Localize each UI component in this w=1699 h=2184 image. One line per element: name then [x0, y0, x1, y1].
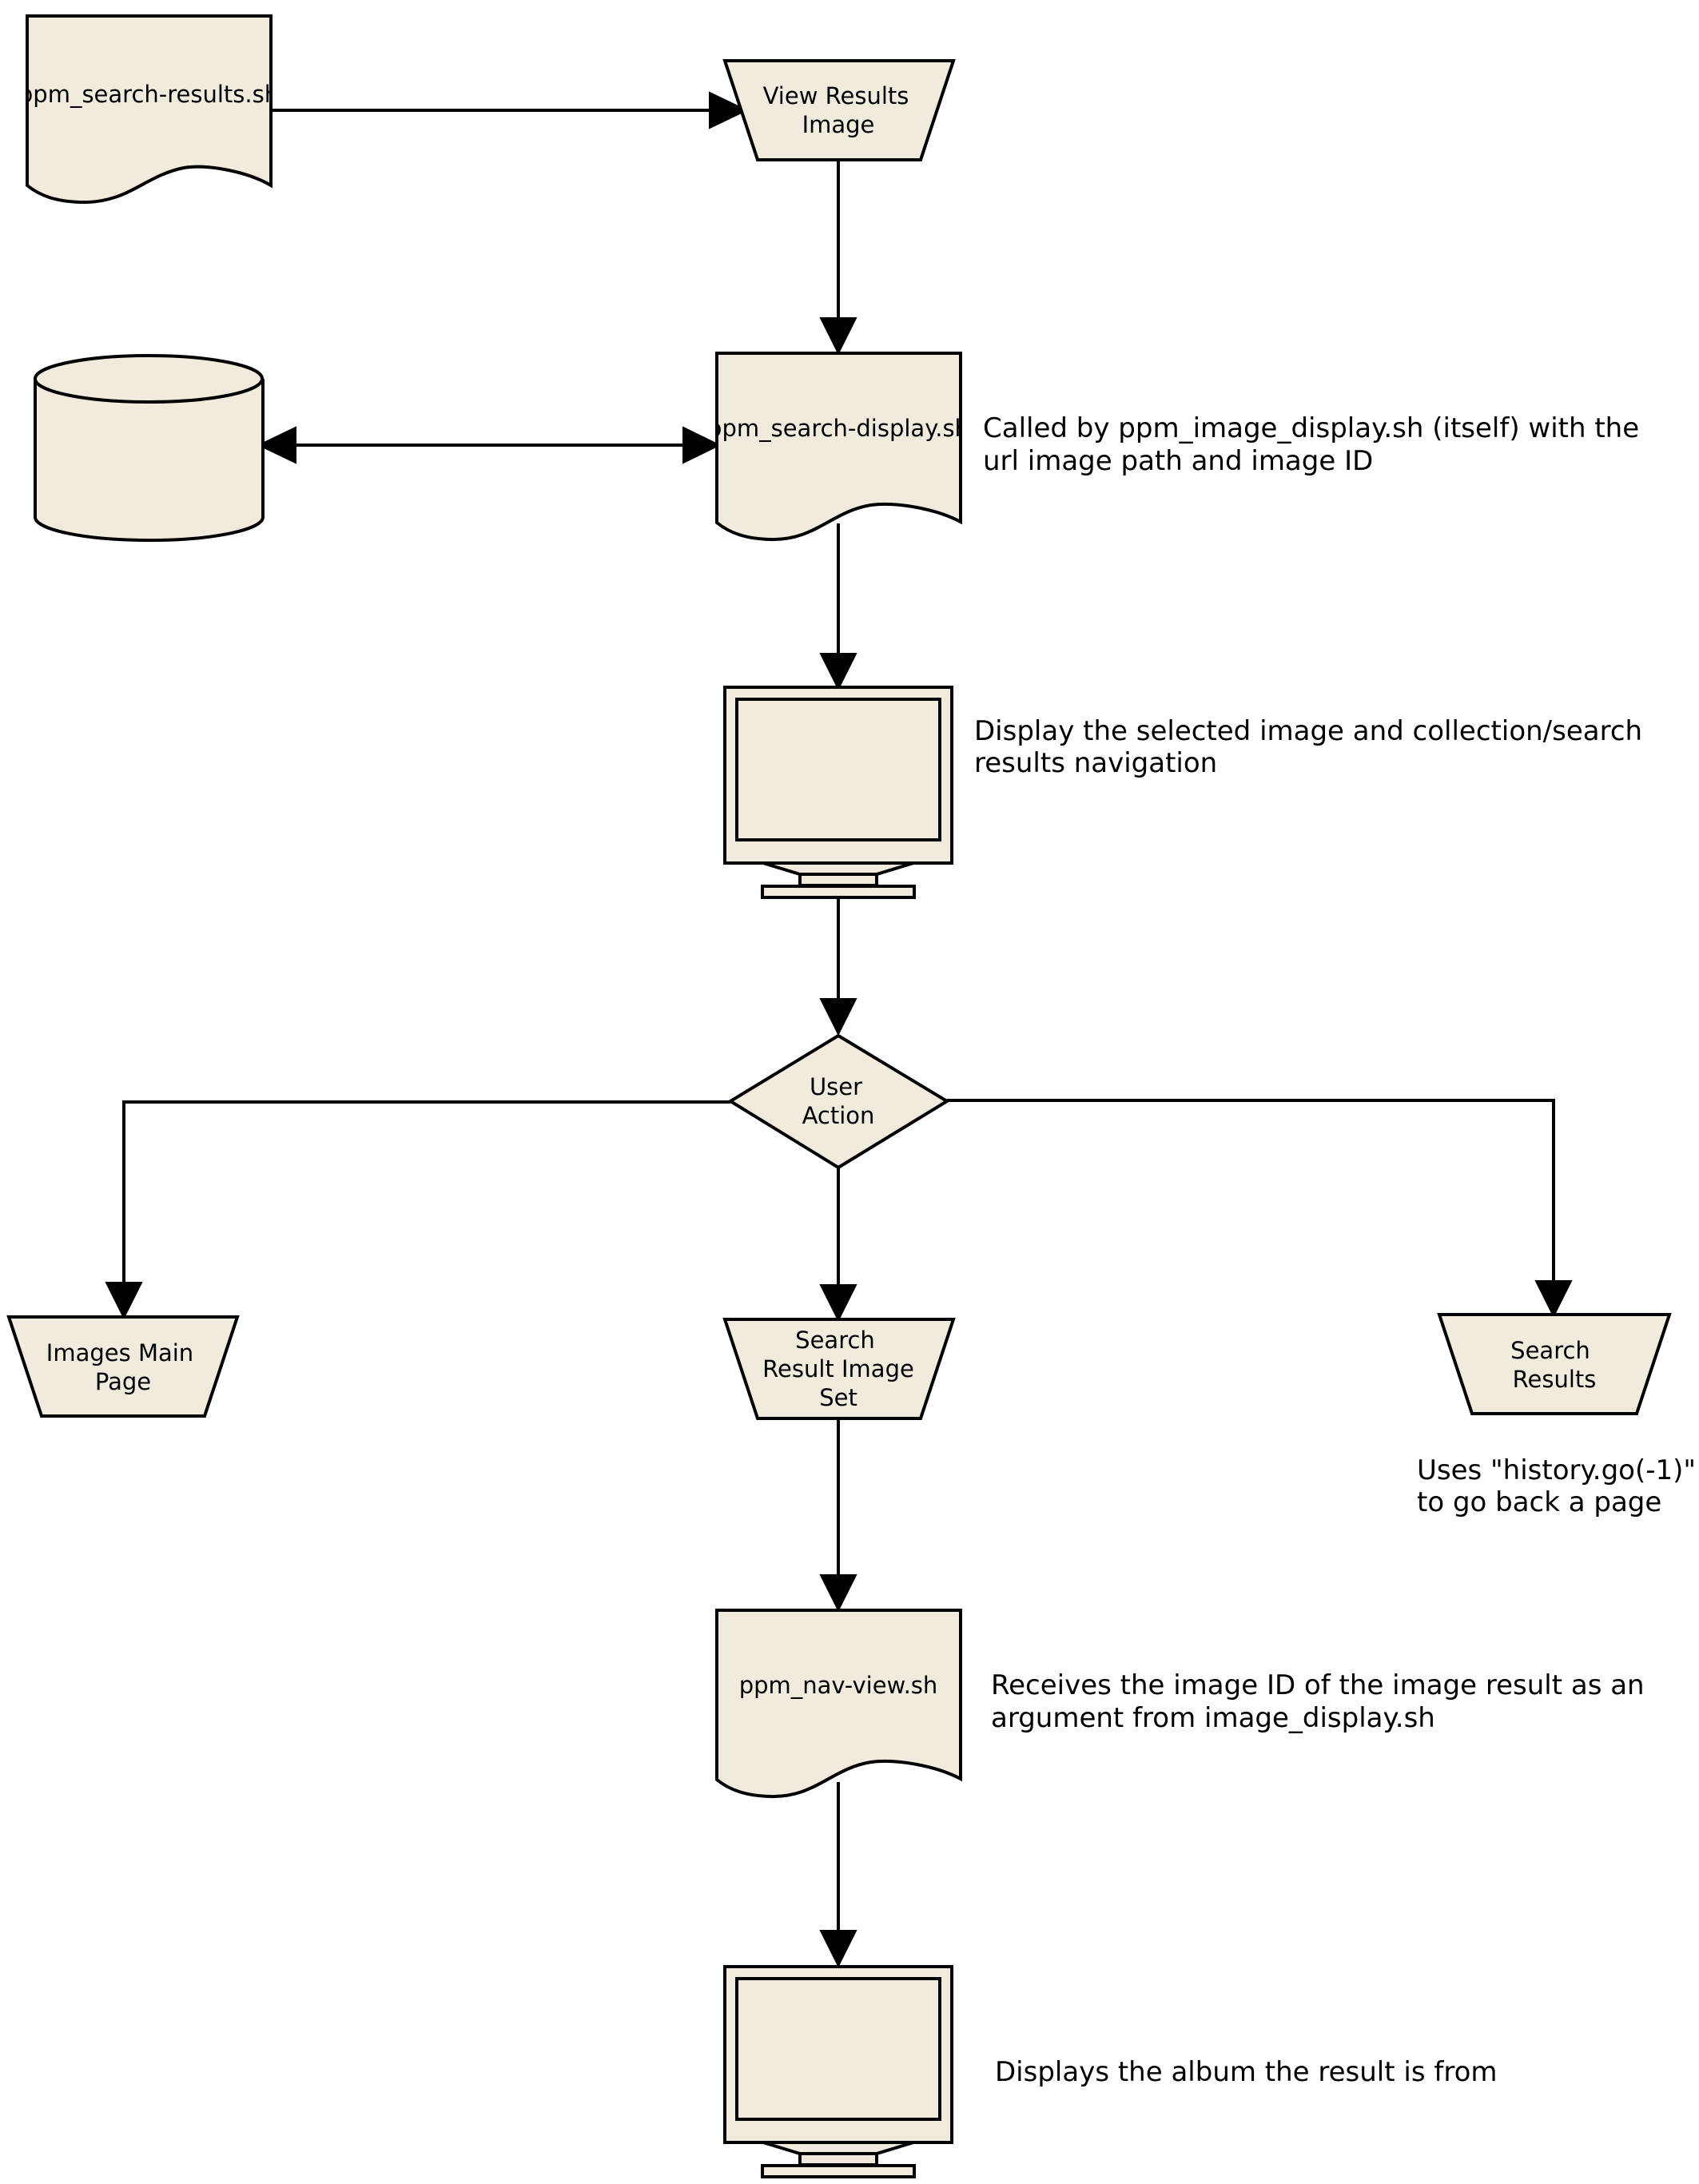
arrowhead-down — [105, 1282, 143, 1320]
document-shape — [26, 14, 273, 205]
edge-user-action-to-images-main — [122, 1100, 730, 1283]
monitor-base — [761, 885, 916, 899]
node-label-line: Result Image — [762, 1355, 914, 1382]
arrowhead-down — [819, 653, 857, 691]
node-label-line: Action — [802, 1102, 875, 1129]
trapezoid-shape — [722, 1318, 956, 1420]
arrowhead-right — [682, 426, 722, 464]
arrowhead-left — [257, 426, 296, 464]
node-user-action: User Action — [727, 1033, 950, 1170]
node-images-main-page: Images Main Page — [6, 1315, 240, 1418]
note-search-results-line: to go back a page — [1417, 1486, 1661, 1518]
monitor-stem — [798, 2152, 878, 2166]
arrowhead-down — [1534, 1280, 1573, 1319]
node-label-line: Search — [795, 1327, 875, 1354]
node-label-line: User — [810, 1073, 862, 1100]
node-search-results: Search Results — [1437, 1313, 1672, 1415]
document-shape — [715, 1609, 962, 1799]
note-nav-view-line: Receives the image ID of the image resul… — [991, 1669, 1645, 1701]
node-label-line: Search — [1510, 1337, 1590, 1364]
note-search-results-line: Uses "history.go(-1)" — [1417, 1454, 1696, 1486]
monitor-screen — [735, 698, 941, 841]
arrowhead-down — [819, 317, 857, 356]
node-database — [34, 354, 265, 543]
cylinder-body — [34, 379, 265, 543]
note-nav-view-line: argument from image_display.sh — [991, 1702, 1435, 1734]
trapezoid-shape — [1437, 1313, 1672, 1415]
node-label-line: Results — [1513, 1366, 1597, 1393]
node-label-line: View Results — [763, 82, 909, 109]
diamond-shape — [727, 1033, 950, 1170]
node-album-monitor — [723, 1965, 953, 2178]
node-nav-view-script: ppm_nav-view.sh — [715, 1609, 962, 1799]
trapezoid-shape — [6, 1315, 240, 1418]
notes: Called by ppm_image_display.sh (itself) … — [974, 412, 1696, 2088]
arrowhead-down — [819, 1574, 857, 1613]
arrowhead-right — [709, 91, 749, 129]
node-label: ppm_nav-view.sh — [739, 1672, 938, 1699]
node-label: ppm_search-results.sh — [18, 81, 279, 108]
arrowhead-down — [819, 1930, 857, 1968]
node-search-results-script: ppm_search-results.sh — [18, 14, 279, 205]
trapezoid-shape — [722, 59, 956, 161]
edges — [105, 91, 1573, 1968]
node-label-line: Set — [819, 1384, 857, 1411]
node-search-display-script: ppm_search-display.sh — [707, 352, 969, 542]
arrowhead-down — [819, 998, 857, 1036]
arrowhead-down — [819, 1284, 857, 1323]
monitor-screen — [735, 1977, 941, 2121]
node-label-line: Page — [95, 1368, 151, 1395]
monitor-neck — [762, 861, 914, 876]
monitor-neck — [762, 2141, 914, 2155]
node-view-results-image: View Results Image — [722, 59, 956, 161]
note-album-monitor-line: Displays the album the result is from — [995, 2056, 1498, 2088]
note-display-monitor-line: results navigation — [974, 747, 1217, 779]
monitor-base — [761, 2164, 916, 2178]
node-label-line: Image — [802, 111, 875, 138]
node-display-monitor — [723, 686, 953, 899]
edge-user-action-to-search-results — [947, 1099, 1555, 1281]
note-display-monitor-line: Display the selected image and collectio… — [974, 715, 1642, 747]
node-label: ppm_search-display.sh — [707, 415, 969, 442]
cylinder-top — [34, 354, 264, 404]
note-search-display-line: Called by ppm_image_display.sh (itself) … — [983, 412, 1639, 444]
note-search-display-line: url image path and image ID — [983, 445, 1373, 477]
document-shape — [715, 352, 962, 542]
node-search-result-image-set: Search Result Image Set — [722, 1318, 956, 1420]
node-label-line: Images Main — [46, 1339, 193, 1366]
monitor-stem — [798, 873, 878, 887]
